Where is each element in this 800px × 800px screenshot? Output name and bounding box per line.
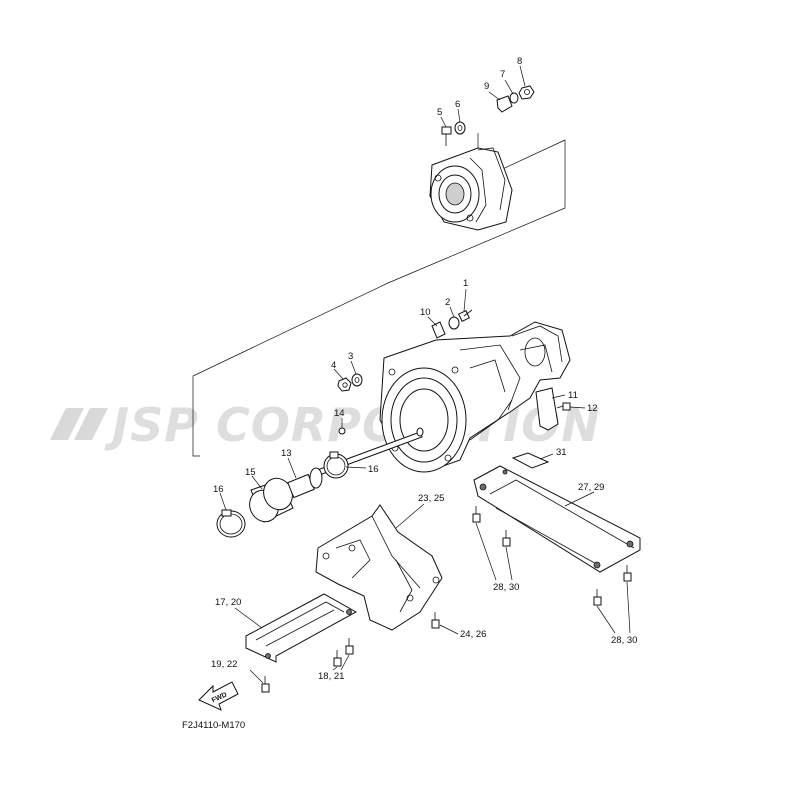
ride-plate bbox=[245, 593, 358, 663]
callout-7: 7 bbox=[500, 69, 505, 80]
screws-28-30-right bbox=[593, 565, 632, 606]
callout-15: 15 bbox=[245, 467, 256, 478]
callout-24-26: 24, 26 bbox=[460, 629, 486, 640]
bolt-12 bbox=[556, 402, 571, 411]
hose-15 bbox=[249, 477, 294, 523]
nut-8 bbox=[518, 85, 535, 100]
callout-8: 8 bbox=[517, 56, 522, 67]
washer-2 bbox=[448, 316, 460, 330]
screws-18-21 bbox=[333, 638, 354, 667]
washer-6 bbox=[454, 121, 466, 135]
leader-lines bbox=[219, 65, 631, 684]
callout-labels: 8 7 9 6 5 1 2 10 3 4 11 12 14 13 15 16 1… bbox=[211, 56, 637, 682]
callout-28-30-right: 28, 30 bbox=[611, 635, 637, 646]
callout-17-20: 17, 20 bbox=[215, 597, 241, 608]
screw-14 bbox=[338, 427, 346, 435]
callout-2: 2 bbox=[445, 297, 450, 308]
callout-28-30-left: 28, 30 bbox=[493, 582, 519, 593]
callout-6: 6 bbox=[455, 99, 460, 110]
callout-1: 1 bbox=[463, 278, 468, 289]
figure-code: F2J4110-M170 bbox=[182, 720, 245, 731]
callout-19-22: 19, 22 bbox=[211, 659, 237, 670]
screw-24-26 bbox=[431, 612, 440, 629]
fwd-arrow: FWD bbox=[198, 681, 239, 711]
bolt-5 bbox=[441, 126, 452, 146]
bracket-10 bbox=[431, 321, 446, 339]
washer-7 bbox=[509, 92, 519, 104]
plate-31 bbox=[511, 452, 550, 469]
washer-3 bbox=[351, 373, 363, 387]
watermark-text: JSP CORPORATION bbox=[104, 398, 601, 452]
callout-9: 9 bbox=[484, 81, 489, 92]
callout-10: 10 bbox=[420, 307, 431, 318]
screws-28-30-left bbox=[472, 506, 511, 547]
screw-19-22 bbox=[261, 676, 270, 693]
callout-16-left: 16 bbox=[213, 484, 224, 495]
bracket-11 bbox=[535, 387, 559, 431]
callout-4: 4 bbox=[331, 360, 336, 371]
callout-27-29: 27, 29 bbox=[578, 482, 604, 493]
callout-23-25: 23, 25 bbox=[418, 493, 444, 504]
callout-13: 13 bbox=[281, 448, 292, 459]
clamp-16-left bbox=[216, 509, 246, 538]
intermediate-housing bbox=[429, 147, 513, 231]
callout-18-21: 18, 21 bbox=[318, 671, 344, 682]
callout-5: 5 bbox=[437, 107, 442, 118]
callout-11: 11 bbox=[568, 390, 578, 401]
callout-14: 14 bbox=[334, 408, 345, 419]
callout-16-right: 16 bbox=[368, 464, 379, 475]
pump-housing bbox=[379, 321, 571, 473]
bracket-9 bbox=[496, 95, 513, 113]
nut-4 bbox=[337, 377, 352, 392]
grate-plate bbox=[473, 465, 641, 573]
callout-12: 12 bbox=[587, 403, 598, 414]
callout-31: 31 bbox=[556, 447, 567, 458]
callout-3: 3 bbox=[348, 351, 353, 362]
clamp-16-right bbox=[323, 451, 349, 479]
sleeve-13 bbox=[287, 467, 323, 499]
bolt-1 bbox=[458, 309, 473, 322]
duct-cover bbox=[315, 504, 443, 631]
